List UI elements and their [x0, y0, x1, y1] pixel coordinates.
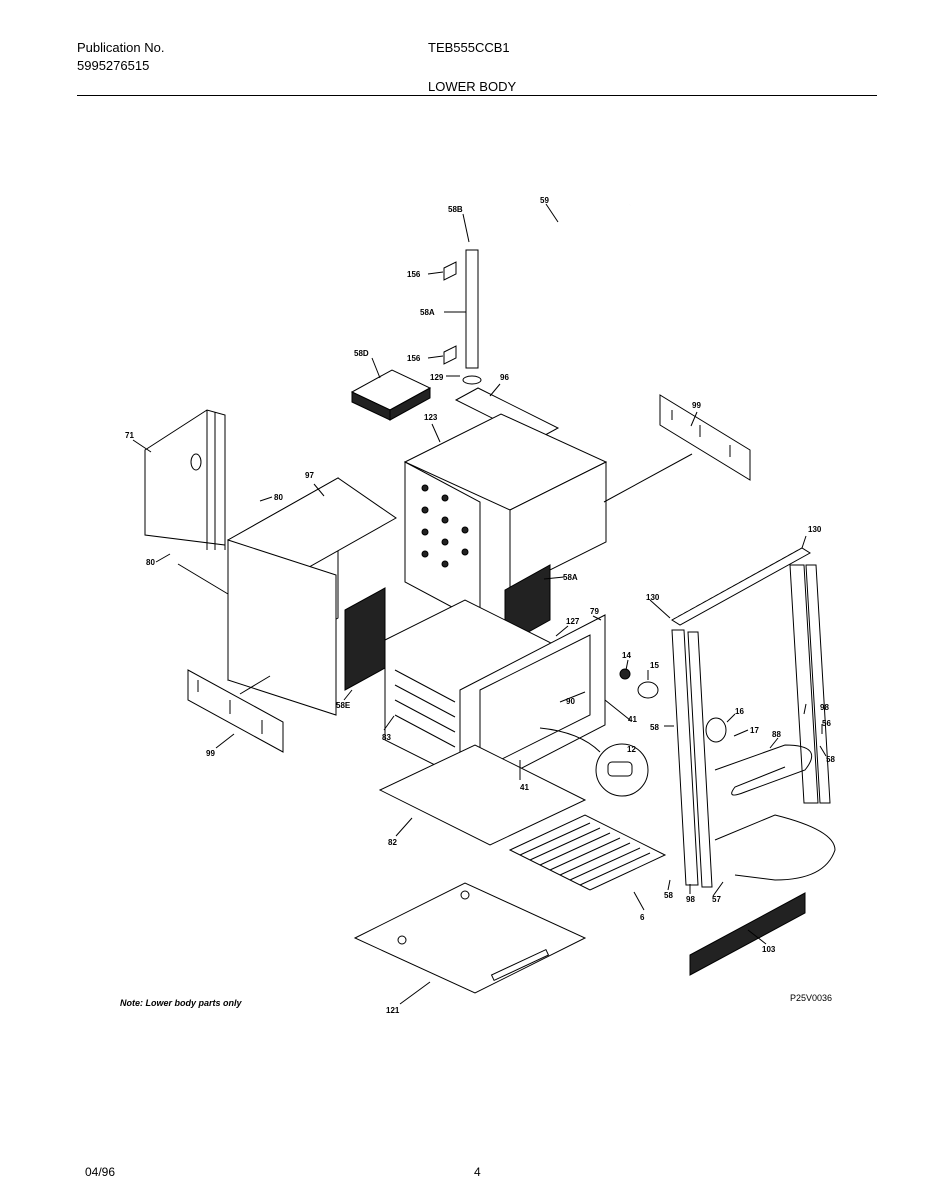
callout-57: 57 [712, 895, 721, 904]
callout-58-upper: 58 [650, 723, 659, 732]
callout-58A: 58A [563, 573, 578, 582]
clip-156-lower [443, 345, 457, 365]
callout-99-lower: 99 [206, 749, 215, 758]
callout-130-left: 130 [646, 593, 660, 602]
callout-58A-tube: 58A [420, 308, 435, 317]
callout-98-lower: 98 [686, 895, 695, 904]
bottom-panel-82 [378, 744, 587, 846]
callout-88: 88 [772, 730, 781, 739]
header-rule [77, 95, 877, 96]
callout-58D: 58D [354, 349, 369, 358]
insulation-block-58D [350, 369, 432, 421]
callout-82: 82 [388, 838, 397, 847]
side-panel-71 [144, 409, 226, 550]
callout-99-upper: 99 [692, 401, 701, 410]
callout-41-upper: 41 [628, 715, 637, 724]
callout-58-right: 58 [826, 755, 835, 764]
callout-17: 17 [750, 726, 759, 735]
callout-103: 103 [762, 945, 776, 954]
door-frame-79 [459, 614, 606, 801]
callout-90: 90 [566, 697, 575, 706]
callout-98: 98 [820, 703, 829, 712]
figure-code: P25V0036 [790, 993, 833, 1003]
bottom-base-121 [353, 882, 587, 994]
callout-83: 83 [382, 733, 391, 742]
callout-58-lower: 58 [664, 891, 673, 900]
publication-number: 5995276515 [77, 58, 150, 73]
callout-71: 71 [125, 431, 134, 440]
footnote: Note: Lower body parts only [120, 998, 242, 1008]
bracket-99-lower [187, 669, 284, 753]
callout-80-lower: 80 [146, 558, 155, 567]
callout-59: 59 [540, 196, 549, 205]
callout-123: 123 [424, 413, 438, 422]
page-number: 4 [474, 1165, 481, 1179]
revision-date: 04/96 [85, 1165, 116, 1179]
wrap-panel-97 [227, 477, 397, 716]
callout-121: 121 [386, 1006, 400, 1015]
callout-97: 97 [305, 471, 314, 480]
callout-130-right: 130 [808, 525, 822, 534]
callout-41-lower: 41 [520, 783, 529, 792]
section-title: LOWER BODY [428, 79, 517, 94]
callout-58B-tube: 58B [448, 205, 463, 214]
kick-panel-103 [689, 892, 806, 976]
vent-tube [443, 202, 631, 385]
callout-156-upper: 156 [407, 270, 421, 279]
oven-wrapper-123 [403, 413, 608, 623]
oven-rack-6 [508, 814, 667, 891]
callout-15: 15 [650, 661, 659, 670]
knob-14 [619, 668, 631, 680]
callout-12: 12 [627, 745, 636, 754]
callout-127: 127 [566, 617, 580, 626]
callout-16: 16 [735, 707, 744, 716]
callout-129: 129 [430, 373, 444, 382]
callout-labels: 59 58B 156 58A 156 58D 129 96 99 123 71 … [125, 196, 835, 1015]
leader-lines [132, 203, 827, 1005]
callout-96: 96 [500, 373, 509, 382]
model-number: TEB555CCB1 [428, 40, 510, 55]
callout-56: 56 [822, 719, 831, 728]
callout-58E: 58E [336, 701, 351, 710]
lamp-15 [637, 681, 659, 699]
callout-80-upper: 80 [274, 493, 283, 502]
callout-79: 79 [590, 607, 599, 616]
thermostat-16 [705, 717, 727, 743]
clip-156-upper [443, 261, 457, 281]
heating-elements [714, 744, 836, 881]
door-side-trims [671, 547, 831, 888]
callout-6: 6 [640, 913, 645, 922]
callout-156-lower: 156 [407, 354, 421, 363]
light-socket-12 [539, 727, 649, 797]
insulation-58B [344, 587, 386, 691]
publication-label: Publication No. [77, 40, 165, 55]
grommet-129 [462, 375, 482, 385]
callout-14: 14 [622, 651, 631, 660]
bracket-99-upper [659, 394, 751, 481]
